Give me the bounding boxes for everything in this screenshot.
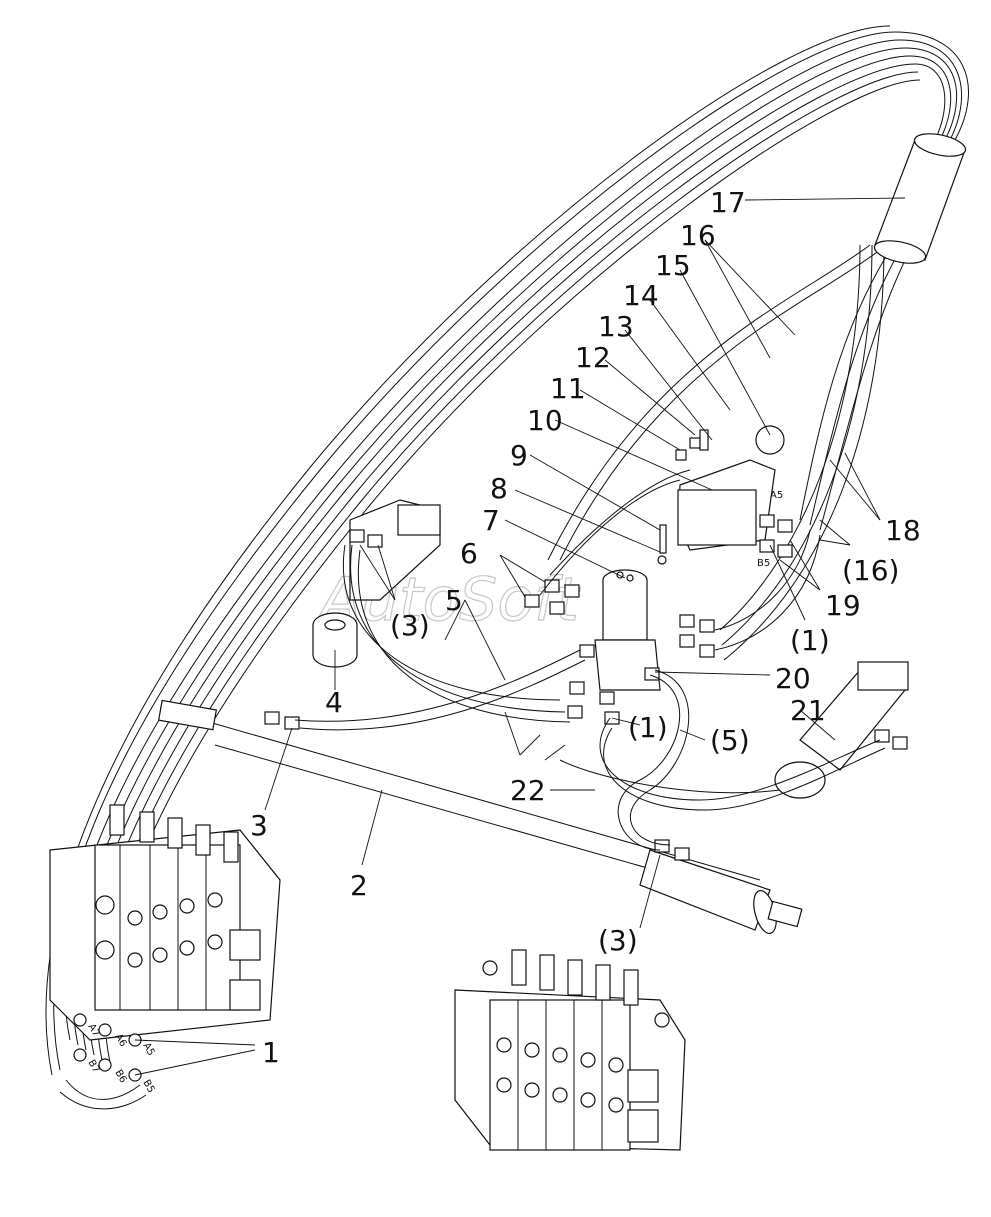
- callout-1: 1: [262, 1036, 280, 1069]
- port-label-b5-top: B5: [757, 558, 770, 569]
- callout-5b: (5): [710, 724, 750, 757]
- callout-1c: (1): [628, 711, 668, 744]
- fittings: [264, 429, 908, 861]
- callout-2: 2: [350, 869, 368, 902]
- callout-7: 7: [482, 504, 500, 537]
- control-valve-bottom: [454, 949, 686, 1151]
- callout-16: 16: [680, 219, 716, 252]
- inner-hoses: [294, 469, 886, 851]
- solenoid-box: [677, 425, 785, 551]
- callout-4: 4: [325, 686, 343, 719]
- control-valve-left: [49, 804, 281, 1082]
- cylinder: [639, 849, 803, 935]
- port-label-a5: A5: [140, 1041, 156, 1058]
- callout-8: 8: [490, 472, 508, 505]
- callout-16b: (16): [842, 554, 899, 587]
- callout-20: 20: [775, 662, 811, 695]
- callout-14: 14: [623, 279, 659, 312]
- port-label-b6: B6: [112, 1068, 128, 1085]
- callout-11: 11: [550, 372, 586, 405]
- port-label-b7: B7: [85, 1058, 101, 1075]
- callout-3b: (3): [390, 609, 430, 642]
- callout-5: 5: [445, 584, 463, 617]
- callout-19: 19: [825, 589, 861, 622]
- callout-13: 13: [598, 310, 634, 343]
- callout-10: 10: [527, 404, 563, 437]
- callout-12: 12: [575, 341, 611, 374]
- hose-sleeve: [873, 133, 967, 264]
- callout-3c: (3): [598, 924, 638, 957]
- callout-3: 3: [250, 809, 268, 842]
- callout-22: 22: [510, 774, 546, 807]
- port-label-a5-top: A5: [770, 490, 783, 501]
- callout-1b: (1): [790, 624, 830, 657]
- callout-17: 17: [710, 186, 746, 219]
- leader-lines: [134, 197, 906, 1076]
- callout-18: 18: [885, 514, 921, 547]
- callouts: 17 16 15 14 13 12 11 10 9 8 7 6 5 (3) 4 …: [250, 186, 921, 1069]
- distributor-manifold: [594, 569, 661, 691]
- port-label-b5: B5: [140, 1078, 156, 1095]
- callout-9: 9: [510, 439, 528, 472]
- callout-15: 15: [655, 249, 691, 282]
- callout-6: 6: [460, 537, 478, 570]
- cylinder-right: [559, 661, 909, 799]
- callout-21: 21: [790, 694, 826, 727]
